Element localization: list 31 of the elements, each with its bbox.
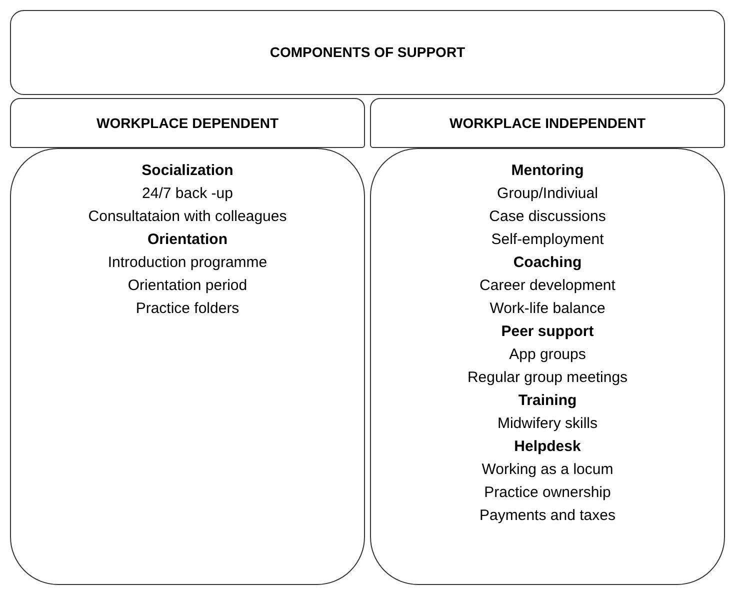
heading-text: COMPONENTS OF SUPPORT [270,43,466,62]
header-box [370,98,725,148]
content-panel [370,148,725,585]
list-item: App groups [509,345,586,365]
list-item: Payments and taxes [480,506,616,526]
list-item: Helpdesk [514,437,581,457]
list-item: Practice ownership [484,483,611,503]
list-item: Midwifery skills [497,414,598,434]
content-panel [10,148,365,585]
list-item: Consultataion with colleagues [88,207,287,227]
title-box [10,10,725,95]
header-box [10,98,365,148]
list-item: Case discussions [489,207,606,227]
list-item: Peer support [501,322,594,342]
list-item: Work-life balance [490,299,606,319]
list-item: Career development [480,276,616,296]
list-item: Working as a locum [482,460,614,480]
list-item: Introduction programme [108,253,268,273]
list-item: Self-employment [491,230,604,250]
heading-text: WORKPLACE DEPENDENT [96,114,278,132]
list-item: Socialization [142,161,234,181]
list-item: Orientation [147,230,228,250]
list-item: Group/Indiviual [497,184,598,204]
list-item: Regular group meetings [467,368,628,388]
list-item: Training [518,391,577,411]
list-item: Coaching [513,253,582,273]
list-item: Orientation period [128,276,248,296]
list-item: 24/7 back -up [142,184,233,204]
list-item: Practice folders [136,299,240,319]
list-item: Mentoring [511,161,584,181]
heading-text: WORKPLACE INDEPENDENT [449,114,646,132]
